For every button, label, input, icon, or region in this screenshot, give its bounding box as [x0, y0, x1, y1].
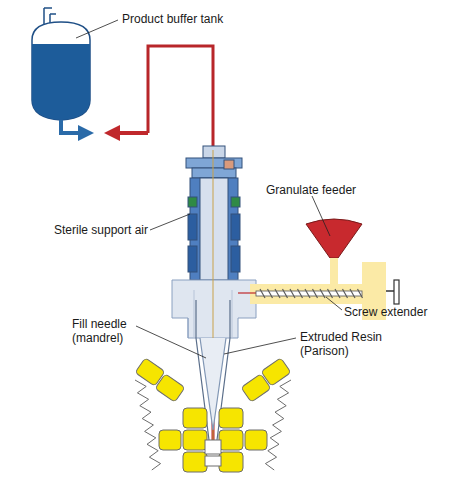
mould-blocks [135, 358, 291, 472]
part-label: Sterile support air [20, 223, 148, 237]
screw-thread [335, 289, 340, 298]
product-line-arrow [112, 131, 148, 135]
screw-thread [260, 289, 265, 298]
screw-thread [320, 289, 325, 298]
screw-thread [298, 289, 303, 298]
screw-thread [350, 289, 355, 298]
screw-thread [313, 289, 318, 298]
part-label: Screw extender [344, 305, 444, 319]
screw-thread [358, 289, 363, 298]
screw-thread [275, 289, 280, 298]
part-label: Extruded Resin (Parison) [300, 330, 392, 358]
screw-thread [343, 289, 348, 298]
screw-thread [305, 289, 310, 298]
screw-thread [290, 289, 295, 298]
screw-thread [283, 289, 288, 298]
part-label: Granulate feeder [266, 183, 386, 197]
buffer-tank [32, 8, 90, 133]
screw-thread [268, 289, 273, 298]
spring [265, 380, 291, 470]
mould-springs [135, 380, 291, 470]
part-label: Fill needle (mandrel) [72, 317, 138, 345]
spring [135, 380, 161, 470]
screw-extruder [238, 219, 399, 320]
filling-head [172, 146, 256, 338]
part-label: Product buffer tank [122, 12, 262, 26]
screw-thread [328, 289, 333, 298]
